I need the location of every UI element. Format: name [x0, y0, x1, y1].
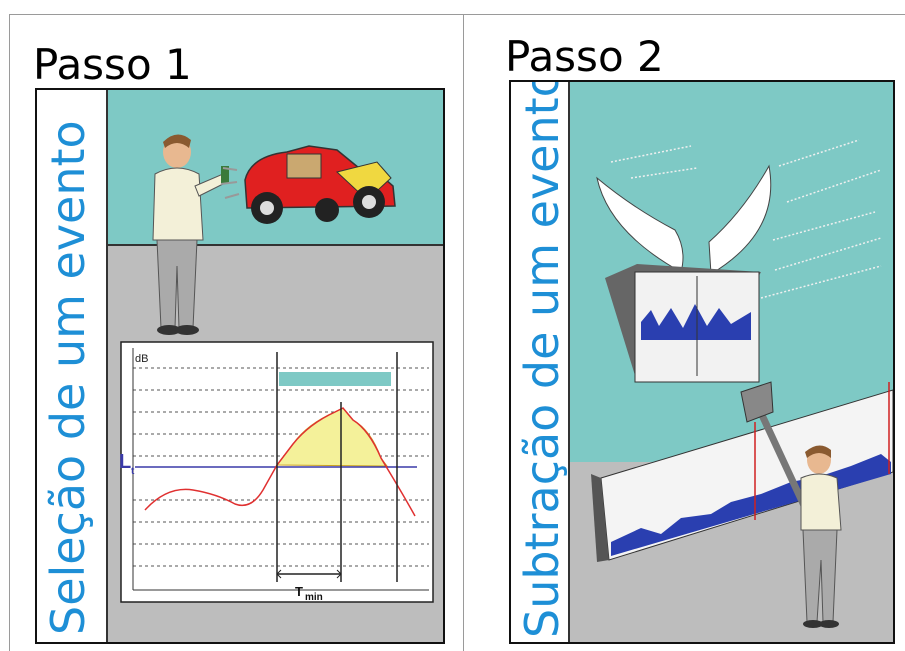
- highlight-band: [279, 372, 391, 386]
- vintage-car-icon: [220, 145, 396, 224]
- step-1-panel: dB L t T min Seleção de um evento: [35, 88, 445, 644]
- frame-left: [9, 14, 10, 651]
- y-axis-label: dB: [135, 353, 148, 365]
- sound-meter-icon: [221, 166, 229, 184]
- axe-handle: [751, 398, 811, 514]
- step-1-caption: Seleção de um evento: [41, 120, 95, 635]
- step-2-illustration: [568, 82, 893, 642]
- left-wing-icon: [596, 176, 684, 273]
- step-2-title: Passo 2: [505, 32, 664, 81]
- step-2-caption: Subtração de um evento: [515, 80, 569, 638]
- frame-top: [9, 14, 905, 15]
- threshold-label: L: [119, 451, 131, 473]
- tmin-label: T: [295, 584, 303, 599]
- step-2-panel: Subtração de um evento: [509, 80, 895, 644]
- axe-icon: [740, 381, 774, 423]
- flying-record-box-icon: [605, 264, 761, 383]
- person-icon: [152, 134, 228, 335]
- threshold-subscript: t: [131, 466, 135, 477]
- right-wing-icon: [708, 164, 772, 275]
- motion-lines: [610, 139, 882, 299]
- level-curve: [144, 407, 416, 517]
- step-1-title: Passo 1: [33, 40, 192, 89]
- person-with-axe-icon: [800, 445, 842, 628]
- step-1-illustration: [106, 90, 443, 642]
- tmin-subscript: min: [305, 592, 323, 603]
- level-graph: dB L t T min: [119, 348, 429, 603]
- frame-divider: [463, 14, 464, 651]
